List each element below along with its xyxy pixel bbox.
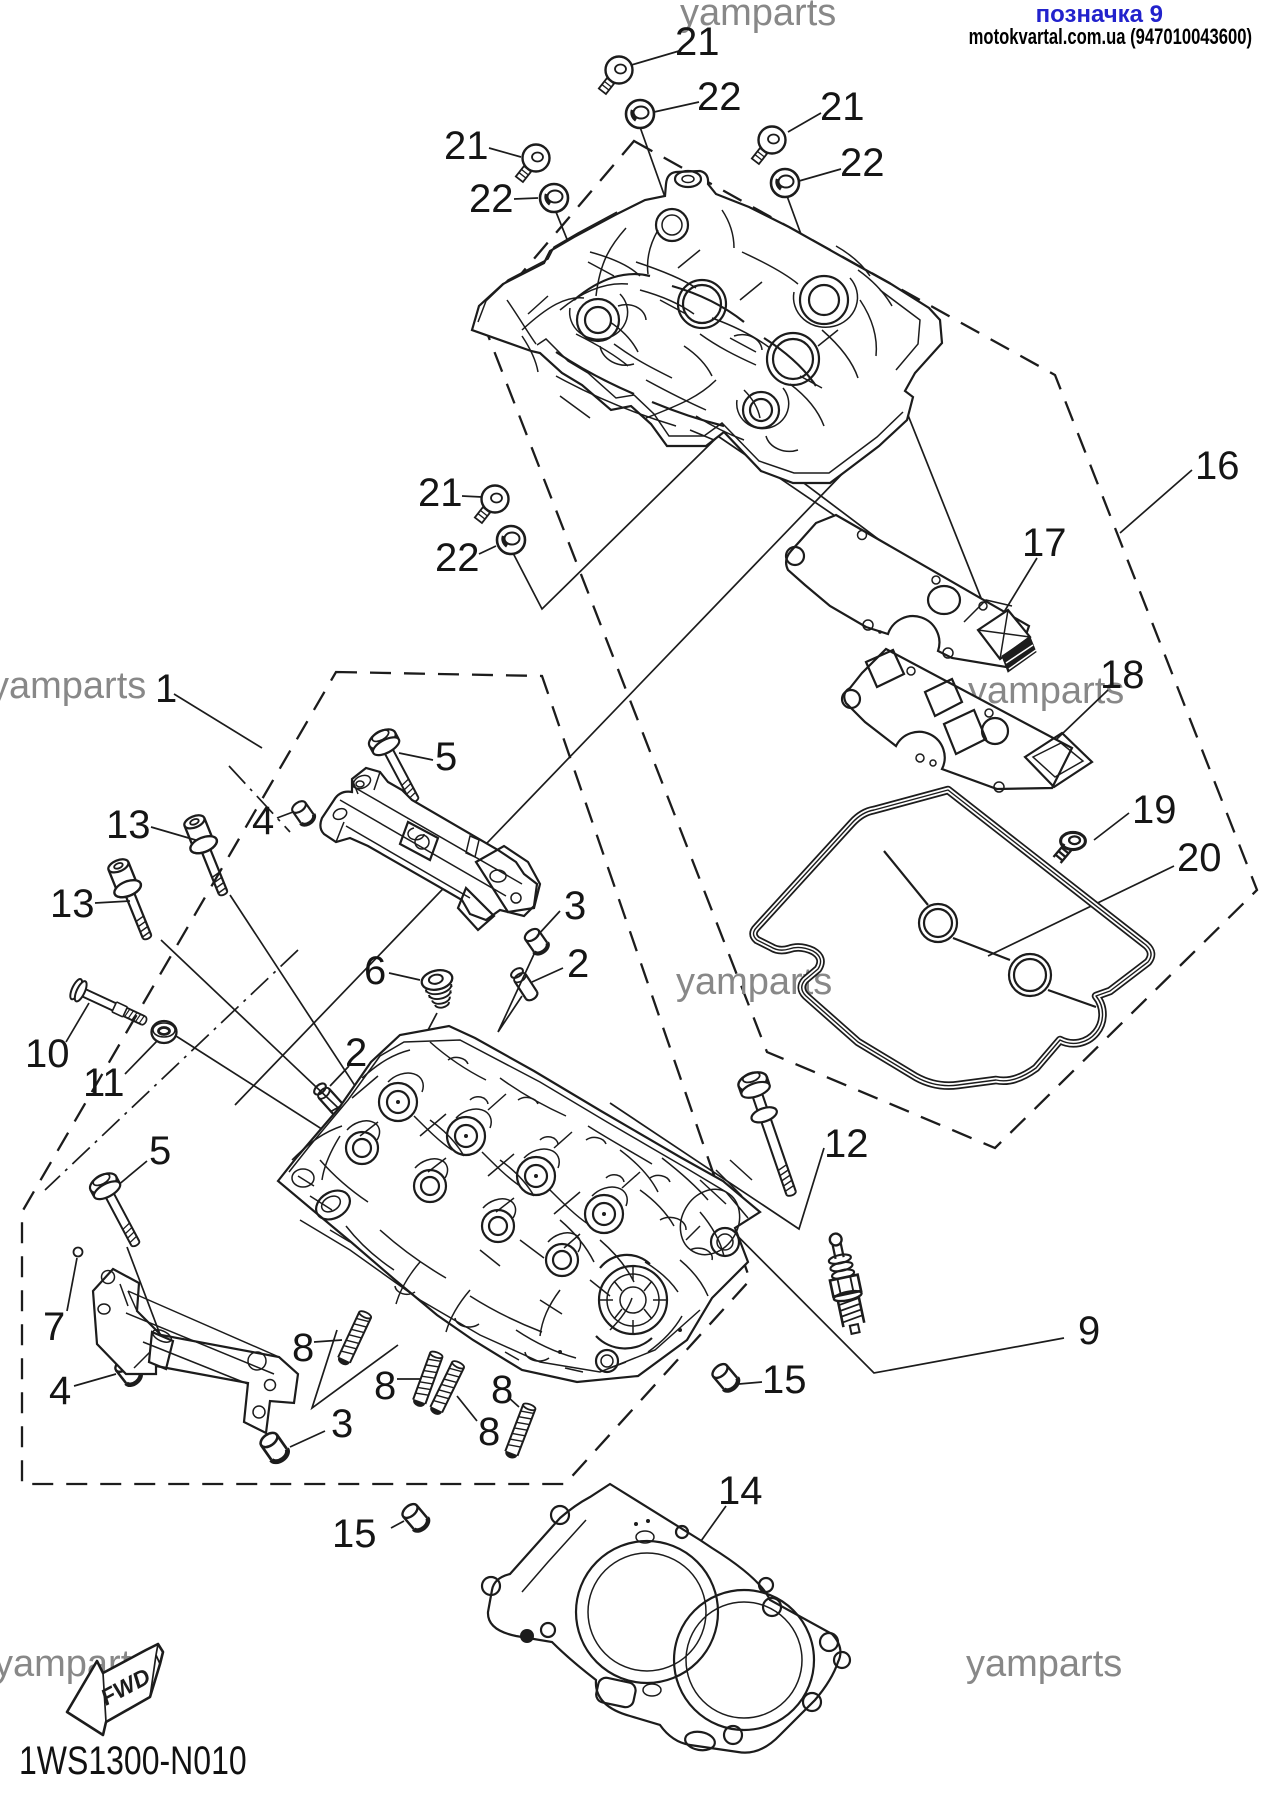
svg-text:8: 8 — [374, 1364, 396, 1408]
svg-text:6: 6 — [364, 949, 386, 993]
svg-text:10: 10 — [25, 1032, 70, 1076]
svg-text:19: 19 — [1132, 788, 1177, 832]
svg-text:13: 13 — [106, 803, 151, 847]
svg-text:20: 20 — [1177, 836, 1222, 880]
svg-text:3: 3 — [564, 884, 586, 928]
svg-text:yamparts: yamparts — [0, 665, 146, 707]
svg-text:7: 7 — [43, 1305, 65, 1349]
svg-text:8: 8 — [478, 1410, 500, 1454]
svg-text:4: 4 — [49, 1369, 71, 1413]
svg-text:22: 22 — [469, 177, 514, 221]
svg-text:15: 15 — [332, 1512, 377, 1556]
svg-text:15: 15 — [762, 1358, 807, 1402]
svg-text:12: 12 — [824, 1122, 869, 1166]
svg-text:yamparts: yamparts — [968, 670, 1124, 712]
svg-text:1: 1 — [155, 667, 177, 711]
svg-text:2: 2 — [345, 1031, 367, 1075]
svg-text:22: 22 — [840, 141, 885, 185]
svg-text:22: 22 — [435, 536, 480, 580]
svg-text:11: 11 — [83, 1061, 125, 1105]
svg-text:8: 8 — [491, 1368, 513, 1412]
svg-text:21: 21 — [418, 471, 463, 515]
svg-text:5: 5 — [435, 735, 457, 779]
svg-text:22: 22 — [697, 75, 742, 119]
svg-text:3: 3 — [331, 1402, 353, 1446]
svg-text:21: 21 — [675, 20, 720, 64]
svg-text:yamparts: yamparts — [966, 1643, 1122, 1685]
svg-text:17: 17 — [1022, 521, 1067, 565]
svg-text:18: 18 — [1100, 653, 1145, 697]
svg-text:4: 4 — [252, 799, 274, 843]
svg-text:1WS1300-N010: 1WS1300-N010 — [19, 1738, 247, 1783]
svg-text:yamparts: yamparts — [680, 0, 836, 34]
svg-text:9: 9 — [1078, 1309, 1100, 1353]
svg-text:21: 21 — [820, 85, 865, 129]
svg-text:5: 5 — [149, 1129, 171, 1173]
svg-text:motokvartal.com.ua (9470100436: motokvartal.com.ua (947010043600) — [969, 25, 1252, 50]
svg-text:8: 8 — [292, 1326, 314, 1370]
svg-text:16: 16 — [1195, 444, 1240, 488]
svg-text:14: 14 — [718, 1469, 763, 1513]
svg-text:21: 21 — [444, 124, 489, 168]
svg-text:13: 13 — [50, 882, 95, 926]
svg-text:2: 2 — [567, 942, 589, 986]
svg-text:позначка 9: позначка 9 — [1036, 1, 1163, 28]
